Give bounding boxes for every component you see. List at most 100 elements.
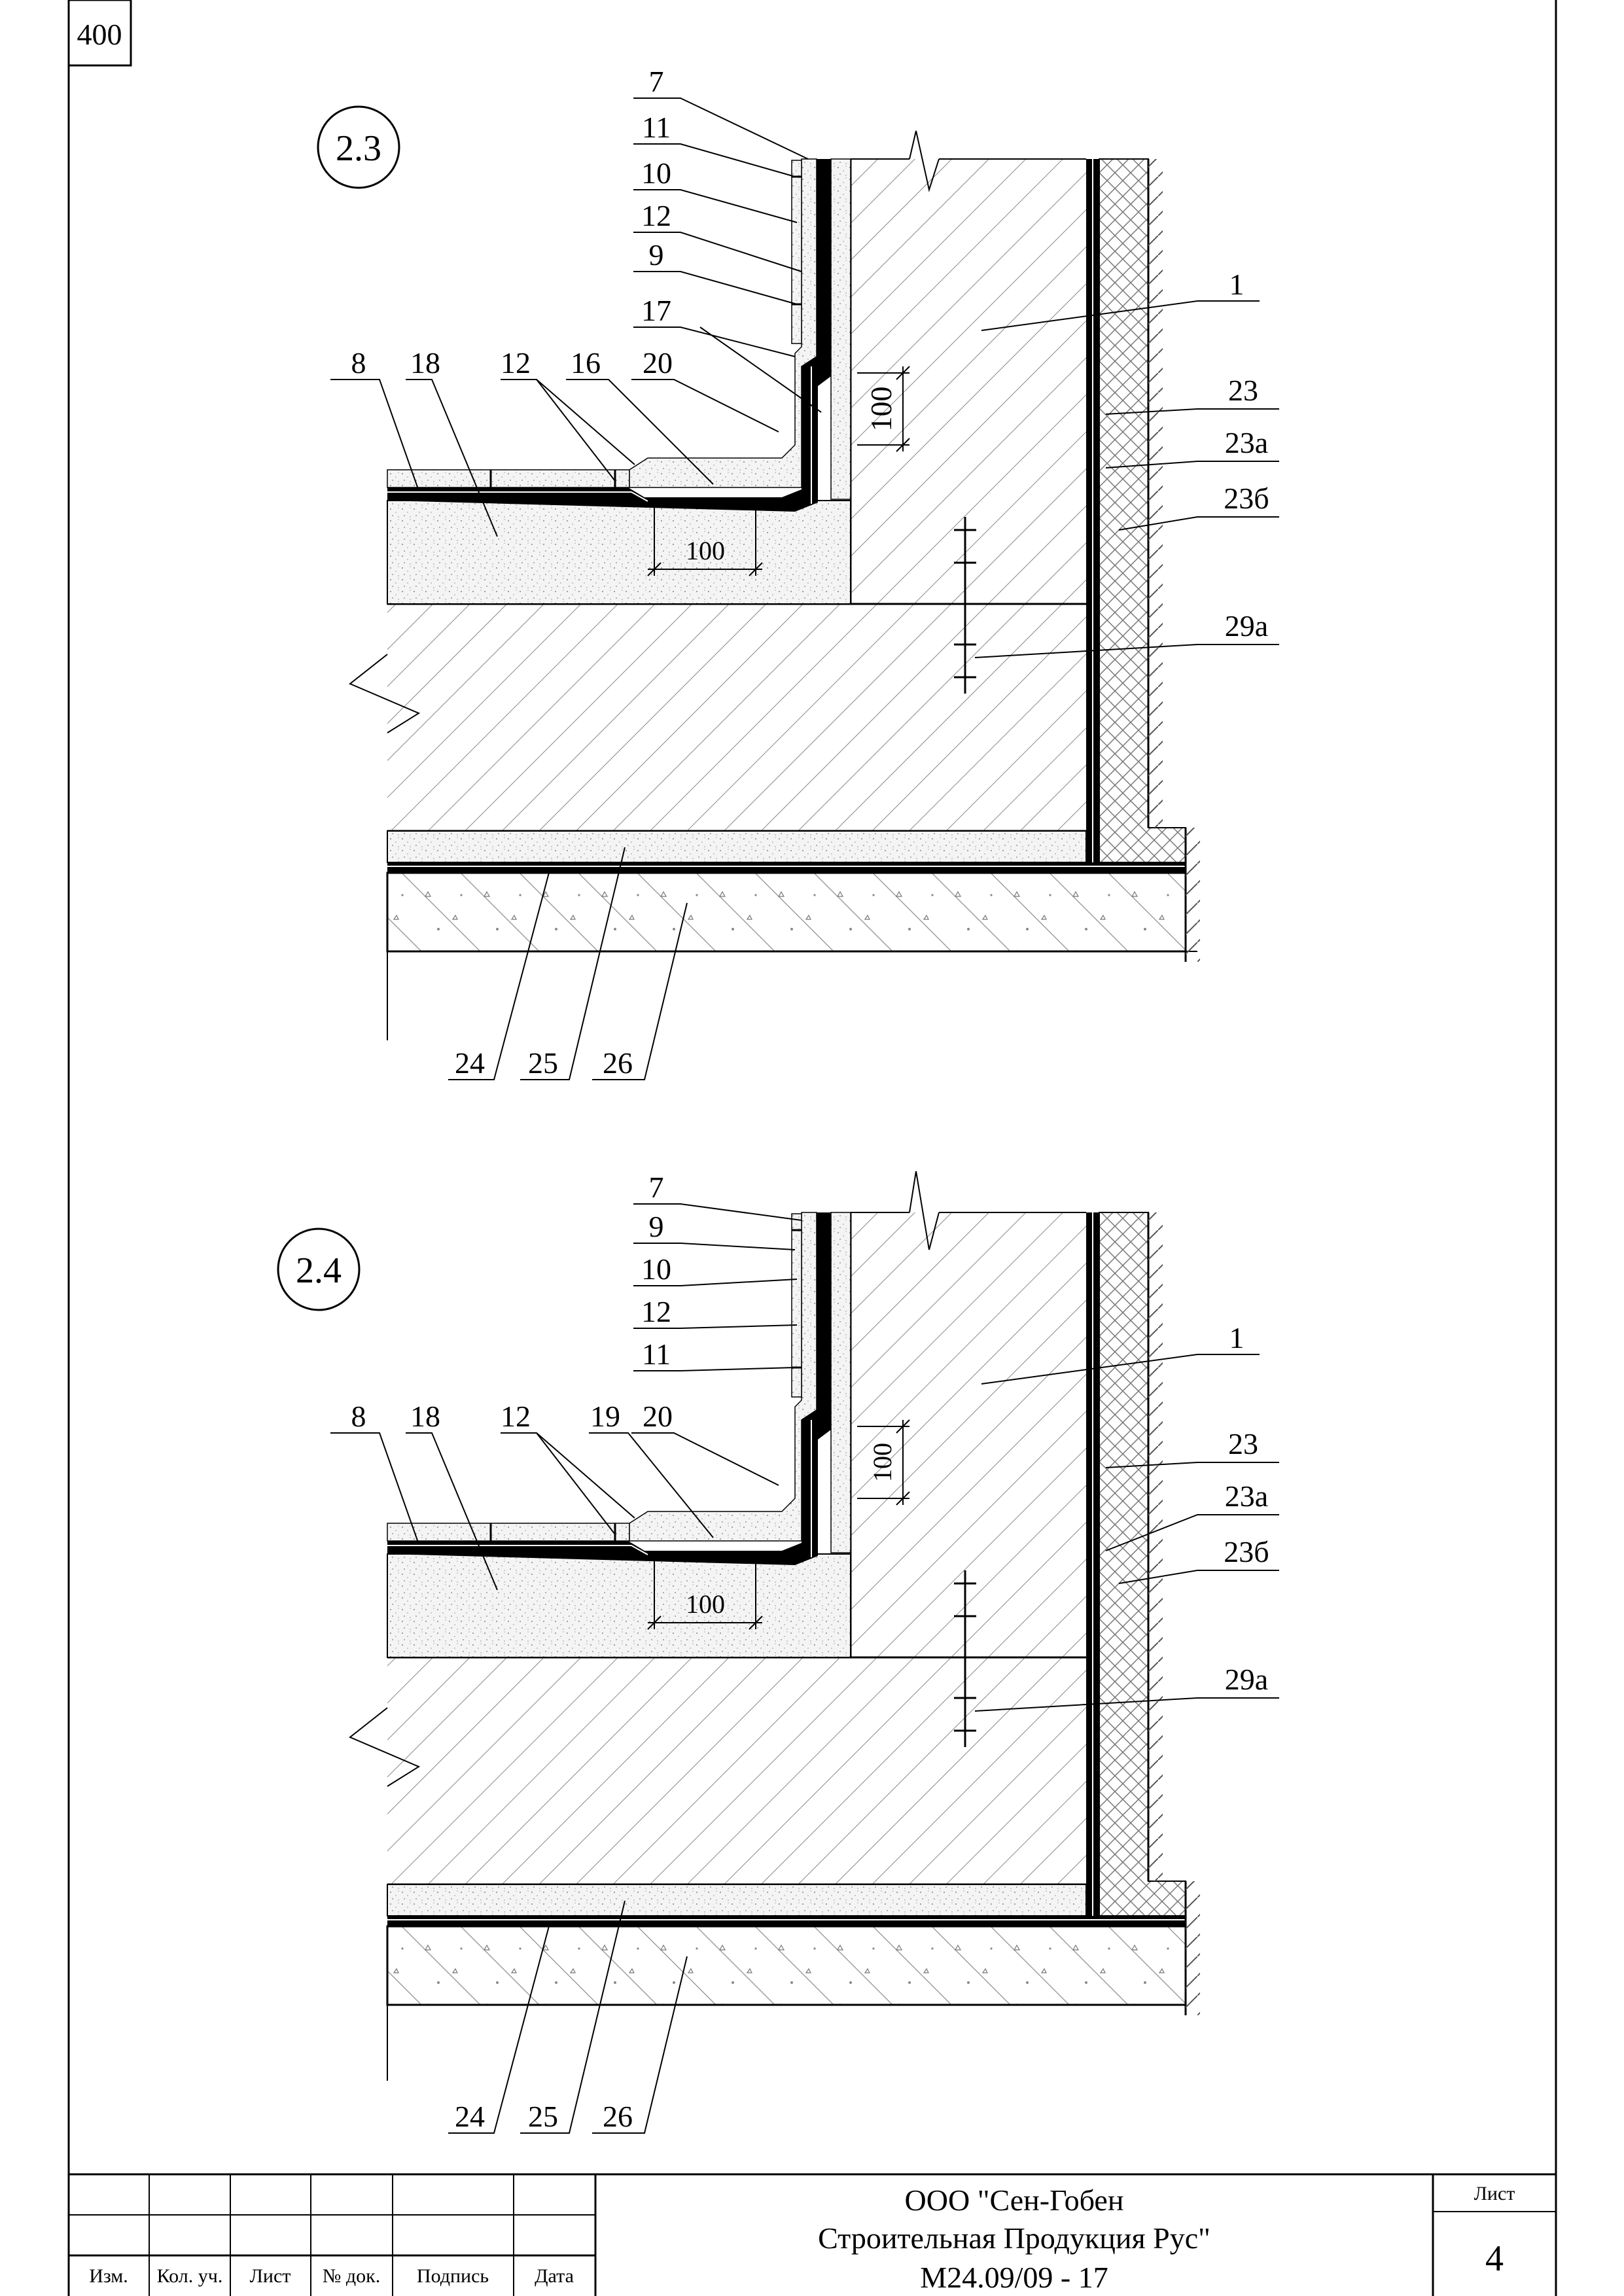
label-wall-6: 17 <box>641 294 671 327</box>
label-slab-2: 18 <box>410 346 440 380</box>
screed-layer <box>387 830 1087 863</box>
label-wall-3: 10 <box>641 1252 671 1286</box>
header-date: Дата <box>535 2265 574 2287</box>
label-bottom-1: 24 <box>455 1046 485 1080</box>
detail-marker <box>277 1227 361 1311</box>
floor-membrane <box>387 1212 851 1565</box>
label-slab-4: 16 <box>571 346 601 380</box>
title-block <box>69 2173 1556 2296</box>
slab-row-labels: 8 18 12 19 20 <box>351 1400 673 1433</box>
anchor-symbol <box>954 517 976 694</box>
bottom-membrane <box>387 862 1186 873</box>
label-wall-5: 9 <box>649 238 664 272</box>
concrete-wall <box>849 1171 1086 1657</box>
concrete-preparation <box>386 872 1187 953</box>
sand-fill <box>387 500 851 605</box>
wall-stack-labels: 7 9 10 12 11 <box>641 1171 671 1371</box>
label-bottom-3: 26 <box>603 1046 633 1080</box>
label-bottom-1: 24 <box>455 2100 485 2133</box>
sheet-label: Лист <box>1474 2183 1515 2204</box>
sheet-code: 400 <box>77 18 122 51</box>
right-leaders <box>974 1354 1279 1712</box>
label-bottom-2: 25 <box>528 1046 558 1080</box>
horizontal-dimension <box>647 504 763 576</box>
sand-fill <box>387 1553 851 1658</box>
bottom-labels: 24 25 26 <box>455 2100 633 2133</box>
vertical-dimension-text: 100 <box>864 387 898 432</box>
wall-stack-leaders <box>330 1203 802 1591</box>
document-number: М24.09/09 - 17 <box>920 2261 1108 2294</box>
title-block-headers: Изм. Кол. уч. Лист № док. Подпись Дата <box>89 2265 574 2287</box>
detail-id: 2.4 <box>296 1250 342 1291</box>
label-wall-1: 7 <box>649 65 664 98</box>
right-labels: 1 23 23а 23б 29а <box>1224 1321 1269 1696</box>
insulation-board <box>1099 158 1186 863</box>
label-wall-5: 11 <box>642 1337 671 1371</box>
company-line-2: Строительная Продукция Рус" <box>818 2221 1210 2255</box>
right-leaders <box>974 300 1279 658</box>
label-slab-2: 18 <box>410 1400 440 1433</box>
header-sheet: Лист <box>250 2265 291 2287</box>
label-slab-5: 20 <box>643 346 673 380</box>
vertical-dimension-text: 100 <box>868 1443 897 1482</box>
horizontal-dimension <box>647 1557 763 1630</box>
horizontal-dimension-text: 100 <box>686 536 725 565</box>
label-slab-1: 8 <box>351 346 366 380</box>
label-right-2: 23 <box>1228 1427 1258 1460</box>
screed-layer <box>387 1884 1087 1916</box>
header-quantity: Кол. уч. <box>157 2265 223 2287</box>
label-right-5: 29а <box>1225 1663 1268 1696</box>
label-bottom-3: 26 <box>603 2100 633 2133</box>
right-labels: 1 23 23а 23б 29а <box>1224 268 1269 643</box>
label-right-4: 23б <box>1224 1535 1269 1568</box>
label-right-3: 23а <box>1225 1479 1268 1513</box>
bottom-leaders <box>448 1900 688 2134</box>
bottom-membrane <box>387 1916 1186 1926</box>
anchor-symbol <box>954 1570 976 1747</box>
label-wall-4: 12 <box>641 199 671 232</box>
label-wall-3: 10 <box>641 156 671 190</box>
label-right-3: 23а <box>1225 426 1268 459</box>
vertical-dimension <box>857 366 910 452</box>
label-wall-1: 7 <box>649 1171 664 1204</box>
floor-membrane <box>387 158 851 512</box>
concrete-preparation <box>386 1925 1187 2006</box>
sheet-number: 4 <box>1485 2238 1504 2279</box>
company-line-1: ООО "Сен-Гобен <box>905 2183 1124 2217</box>
header-change: Изм. <box>89 2265 128 2287</box>
concrete-wall <box>849 130 1086 604</box>
label-right-4: 23б <box>1224 482 1269 515</box>
label-right-5: 29а <box>1225 609 1268 643</box>
horizontal-dimension-text: 100 <box>686 1589 725 1619</box>
header-doc-number: № док. <box>323 2265 380 2287</box>
label-slab-3: 12 <box>501 1400 531 1433</box>
slab-row-labels: 8 18 12 16 20 <box>351 346 673 380</box>
label-slab-5: 20 <box>643 1400 673 1433</box>
base-slab <box>349 603 1086 832</box>
label-slab-1: 8 <box>351 1400 366 1433</box>
label-bottom-2: 25 <box>528 2100 558 2133</box>
detail-2-3: 100 100 2.3 <box>317 65 1279 1080</box>
label-slab-3: 12 <box>501 346 531 380</box>
detail-id: 2.3 <box>336 128 381 169</box>
header-signature: Подпись <box>417 2265 489 2287</box>
ground-line <box>387 1212 1200 2081</box>
insulation-board <box>1099 1212 1186 1916</box>
wall-stack-leaders <box>330 97 822 537</box>
label-wall-2: 9 <box>649 1210 664 1243</box>
vertical-dimension <box>857 1419 910 1506</box>
label-wall-4: 12 <box>641 1295 671 1328</box>
label-right-1: 1 <box>1229 268 1244 301</box>
detail-marker <box>317 105 400 189</box>
bottom-leaders <box>448 847 688 1080</box>
wall-stack-labels: 7 11 10 12 9 17 <box>641 65 671 327</box>
ground-line <box>387 159 1200 1040</box>
base-slab <box>349 1656 1086 1886</box>
label-right-1: 1 <box>1229 1321 1244 1354</box>
sheet-frame <box>67 0 1557 2296</box>
bottom-labels: 24 25 26 <box>455 1046 633 1080</box>
label-wall-2: 11 <box>642 111 671 144</box>
detail-2-4: 100 100 2.4 <box>277 1171 1279 2134</box>
label-right-2: 23 <box>1228 374 1258 407</box>
